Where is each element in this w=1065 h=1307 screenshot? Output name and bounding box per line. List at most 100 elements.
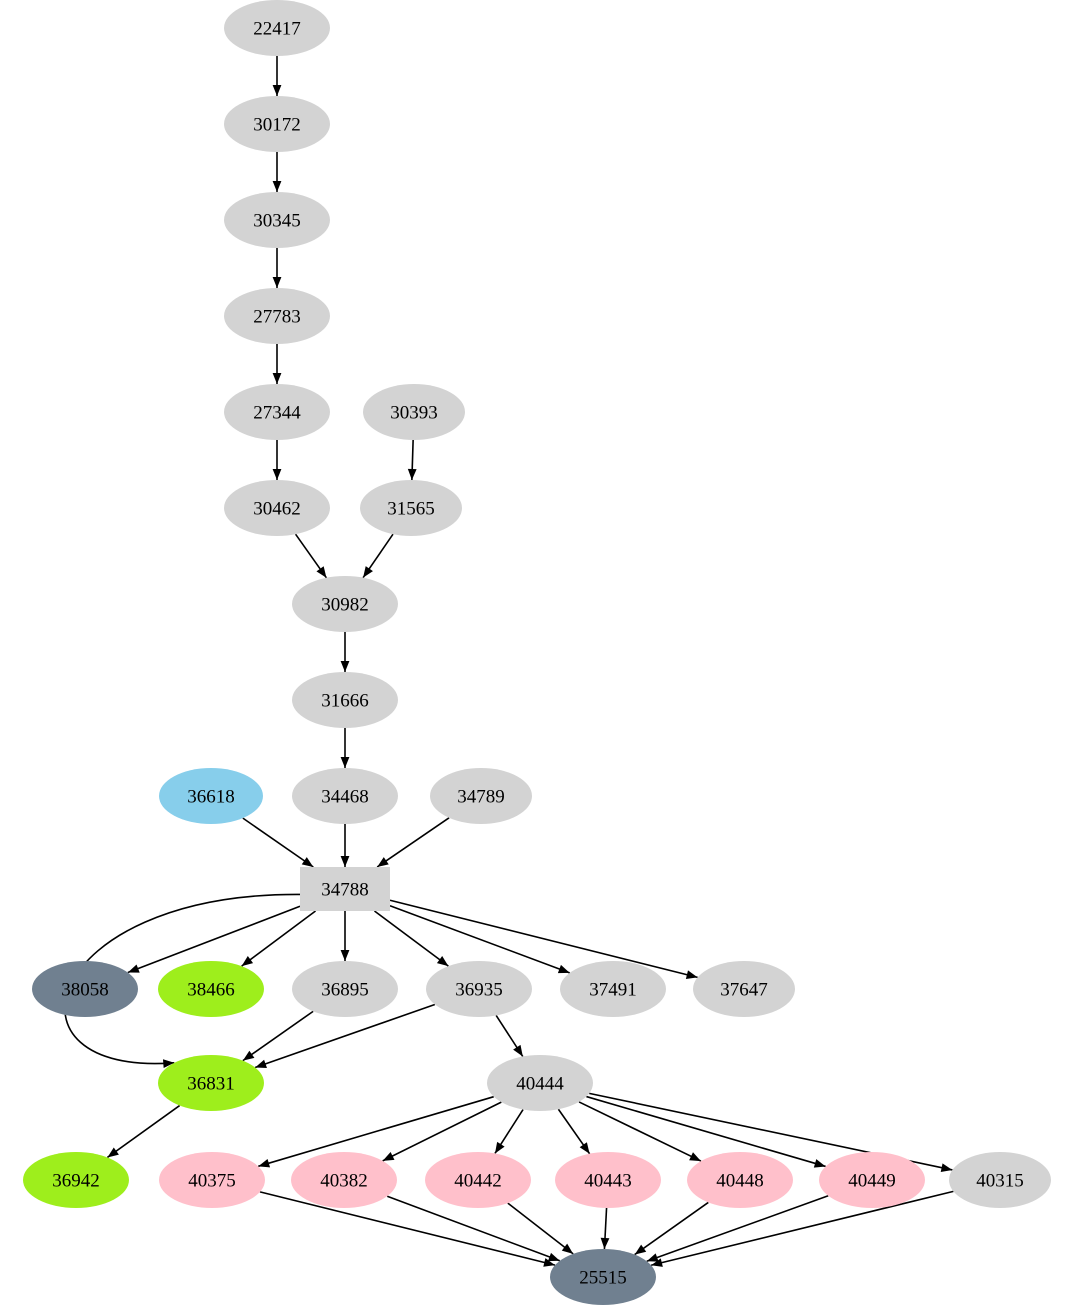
edges-layer — [64, 56, 954, 1267]
node-ellipse[interactable] — [292, 576, 398, 632]
graph-node-25515[interactable]: 25515 — [550, 1249, 656, 1305]
graph-node-40442[interactable]: 40442 — [425, 1152, 531, 1208]
node-ellipse[interactable] — [363, 384, 465, 440]
graph-edge — [376, 817, 450, 868]
edge-arrowhead — [382, 1152, 395, 1161]
graph-node-36895[interactable]: 36895 — [292, 961, 398, 1017]
graph-node-30172[interactable]: 30172 — [224, 96, 330, 152]
graph-edge — [272, 152, 282, 192]
node-ellipse[interactable] — [550, 1249, 656, 1305]
node-ellipse[interactable] — [360, 480, 462, 536]
node-ellipse[interactable] — [224, 480, 330, 536]
graph-node-40315[interactable]: 40315 — [949, 1152, 1051, 1208]
node-ellipse[interactable] — [693, 961, 795, 1017]
node-ellipse[interactable] — [687, 1152, 793, 1208]
edge-arrowhead — [107, 1147, 119, 1158]
node-ellipse[interactable] — [560, 961, 666, 1017]
graph-node-40375[interactable]: 40375 — [159, 1152, 265, 1208]
node-ellipse[interactable] — [158, 1055, 264, 1111]
edge-arrowhead — [436, 956, 449, 967]
graph-node-36935[interactable]: 36935 — [426, 961, 532, 1017]
edge-arrowhead — [272, 181, 282, 192]
graph-node-22417[interactable]: 22417 — [224, 0, 330, 56]
node-ellipse[interactable] — [425, 1152, 531, 1208]
node-box[interactable] — [300, 867, 390, 911]
edge-arrowhead — [646, 1253, 659, 1262]
edge-arrowhead — [543, 1258, 556, 1267]
node-ellipse[interactable] — [819, 1152, 925, 1208]
edge-arrowhead — [513, 1044, 523, 1057]
graph-node-40448[interactable]: 40448 — [687, 1152, 793, 1208]
node-ellipse[interactable] — [292, 672, 398, 728]
node-ellipse[interactable] — [224, 384, 330, 440]
graph-node-31666[interactable]: 31666 — [292, 672, 398, 728]
graph-node-40449[interactable]: 40449 — [819, 1152, 925, 1208]
graph-node-34468[interactable]: 34468 — [292, 768, 398, 824]
graph-node-31565[interactable]: 31565 — [360, 480, 462, 536]
node-ellipse[interactable] — [949, 1152, 1051, 1208]
node-ellipse[interactable] — [555, 1152, 661, 1208]
edge-line — [578, 1101, 702, 1162]
node-ellipse[interactable] — [292, 961, 398, 1017]
graph-node-30982[interactable]: 30982 — [292, 576, 398, 632]
graph-edge — [254, 1003, 436, 1069]
edge-arrowhead — [600, 1237, 610, 1250]
graph-edge — [340, 911, 350, 961]
edge-arrowhead — [940, 1163, 953, 1172]
edge-arrowhead — [579, 1142, 590, 1154]
graph-node-37491[interactable]: 37491 — [560, 961, 666, 1017]
node-ellipse[interactable] — [291, 1152, 397, 1208]
node-ellipse[interactable] — [224, 96, 330, 152]
node-ellipse[interactable] — [426, 961, 532, 1017]
node-ellipse[interactable] — [23, 1152, 129, 1208]
node-ellipse[interactable] — [292, 768, 398, 824]
node-ellipse[interactable] — [159, 1152, 265, 1208]
graph-edge — [272, 56, 282, 96]
edge-arrowhead — [272, 85, 282, 96]
node-ellipse[interactable] — [224, 288, 330, 344]
graph-edge — [340, 632, 350, 672]
graph-node-34789[interactable]: 34789 — [430, 768, 532, 824]
graph-node-36618[interactable]: 36618 — [159, 768, 263, 824]
edge-arrowhead — [494, 1141, 505, 1154]
edge-arrowhead — [407, 468, 417, 481]
graph-edge — [386, 1195, 561, 1262]
graph-edge — [389, 905, 570, 974]
graph-edge — [294, 533, 328, 579]
graph-edge — [241, 910, 316, 967]
graph-node-27783[interactable]: 27783 — [224, 288, 330, 344]
node-ellipse[interactable] — [430, 768, 532, 824]
edge-line — [386, 1195, 561, 1262]
node-ellipse[interactable] — [32, 961, 138, 1017]
graph-node-27344[interactable]: 27344 — [224, 384, 330, 440]
graph-edge — [127, 905, 301, 974]
graph-node-34788[interactable]: 34788 — [300, 867, 390, 911]
node-ellipse[interactable] — [487, 1055, 593, 1111]
graph-node-38058[interactable]: 38058 — [32, 961, 138, 1017]
graph-node-36831[interactable]: 36831 — [158, 1055, 264, 1111]
graph-node-30345[interactable]: 30345 — [224, 192, 330, 248]
edge-arrowhead — [377, 857, 389, 867]
graph-edge — [578, 1101, 702, 1162]
graph-edge — [259, 1191, 556, 1267]
edge-arrowhead — [685, 970, 698, 979]
node-ellipse[interactable] — [158, 961, 264, 1017]
edge-arrowhead — [272, 277, 282, 288]
edge-arrowhead — [547, 1252, 560, 1262]
graph-node-30393[interactable]: 30393 — [363, 384, 465, 440]
graph-node-38466[interactable]: 38466 — [158, 961, 264, 1017]
node-ellipse[interactable] — [224, 0, 330, 56]
graph-edge — [586, 1095, 826, 1168]
edge-arrowhead — [557, 964, 570, 974]
node-ellipse[interactable] — [159, 768, 263, 824]
edge-arrowhead — [162, 1059, 175, 1069]
graph-node-40444[interactable]: 40444 — [487, 1055, 593, 1111]
node-ellipse[interactable] — [224, 192, 330, 248]
graph-node-36942[interactable]: 36942 — [23, 1152, 129, 1208]
graph-node-40382[interactable]: 40382 — [291, 1152, 397, 1208]
graph-node-30462[interactable]: 30462 — [224, 480, 330, 536]
edge-arrowhead — [255, 1059, 267, 1069]
graph-node-40443[interactable]: 40443 — [555, 1152, 661, 1208]
edge-arrowhead — [127, 964, 140, 973]
graph-node-37647[interactable]: 37647 — [693, 961, 795, 1017]
